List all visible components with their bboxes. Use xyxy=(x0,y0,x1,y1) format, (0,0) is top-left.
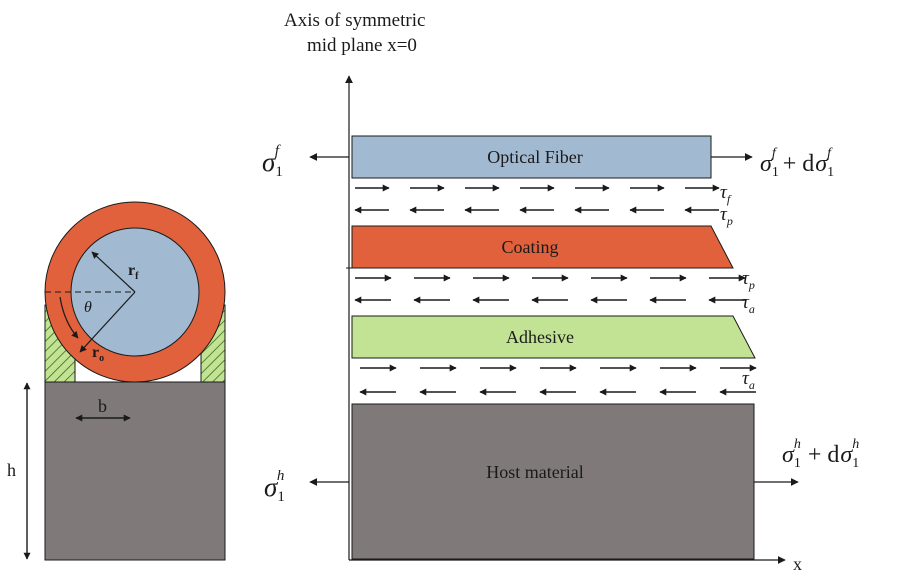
shear-arrow-rows xyxy=(354,184,757,396)
tau-p-label-lower: τp xyxy=(742,268,755,292)
fiber-stress-right-label: σ1f+ dσ1f xyxy=(760,146,834,180)
tau-a-label-lower: τa xyxy=(742,368,755,392)
coating-label: Coating xyxy=(502,237,559,257)
x-axis-label: x xyxy=(793,554,802,574)
axis-title-line2: mid plane x=0 xyxy=(307,35,417,56)
host-block xyxy=(44,381,226,561)
rf-radius-line xyxy=(91,251,136,293)
layer-model: x Axis of symmetric mid plane x=0 Optica… xyxy=(262,10,859,574)
tau-p-label-upper: τp xyxy=(720,204,733,228)
adhesive-layer xyxy=(351,315,756,359)
cross-section: rf ro θ b h xyxy=(7,201,226,561)
b-label: b xyxy=(98,396,107,416)
ro-radius-line xyxy=(79,291,136,353)
host-stress-right-label: σ1h+ dσ1h xyxy=(782,437,859,471)
axis-title-line1: Axis of symmetric xyxy=(284,10,425,31)
rf-label: rf xyxy=(128,262,139,282)
theta-arc xyxy=(59,296,79,339)
host-stress-left-label: σ1h xyxy=(264,468,285,505)
tau-f-label: τf xyxy=(720,182,732,206)
host-material-label: Host material xyxy=(486,462,583,482)
theta-label: θ xyxy=(84,299,92,316)
host-material-layer xyxy=(351,403,755,560)
optical-fiber-label: Optical Fiber xyxy=(487,147,582,167)
h-label: h xyxy=(7,460,16,480)
coating-layer xyxy=(351,225,734,269)
tau-a-label-upper: τa xyxy=(742,292,755,316)
ro-label: ro xyxy=(92,344,104,364)
fiber-stress-left-label: σ1f xyxy=(262,143,283,180)
optical-fiber-layer xyxy=(351,135,712,179)
adhesive-label: Adhesive xyxy=(506,327,574,347)
